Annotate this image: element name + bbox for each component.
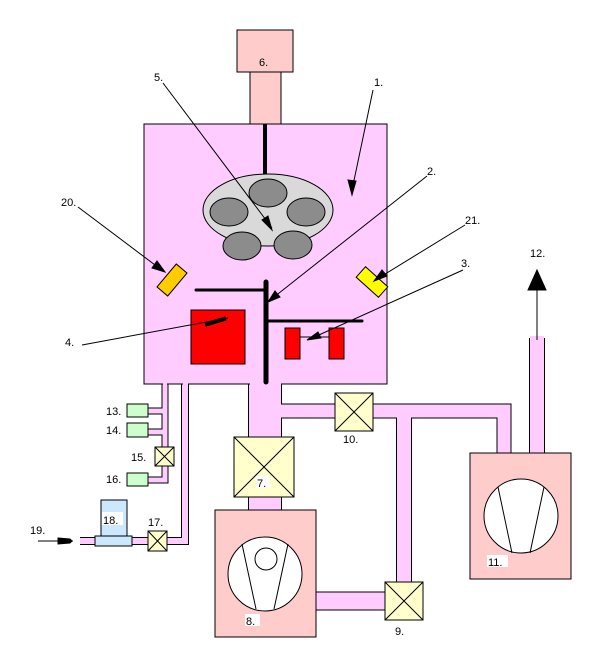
label-11: 11. — [488, 557, 502, 569]
gauge-16 — [126, 472, 149, 487]
substrates — [209, 178, 326, 261]
label-3: 3. — [461, 258, 470, 270]
label-19: 19. — [30, 525, 45, 537]
label-13: 13. — [106, 406, 121, 418]
sensor-20 — [156, 263, 188, 297]
gauge-14 — [126, 422, 149, 438]
port-6 — [249, 69, 282, 127]
label-18: 18. — [103, 515, 118, 527]
exhaust-arrow-icon — [527, 268, 547, 291]
shutter-mechanism — [194, 279, 364, 385]
label-6: 6. — [259, 57, 268, 69]
port-6-head — [236, 29, 294, 73]
label-8: 8. — [246, 616, 255, 628]
gas-source-18-base — [94, 535, 133, 547]
pump-11 — [469, 452, 572, 580]
valve-17 — [147, 530, 168, 552]
source-3b — [328, 327, 345, 360]
label-4: 4. — [65, 337, 74, 349]
label-21: 21. — [465, 215, 480, 227]
source-3a — [284, 327, 301, 360]
label-20: 20. — [61, 197, 76, 209]
gauge-13 — [126, 403, 149, 418]
valve-9 — [384, 581, 424, 621]
pump-8 — [214, 509, 317, 638]
label-7: 7. — [257, 478, 266, 490]
label-1: 1. — [374, 77, 383, 89]
label-2: 2. — [427, 166, 436, 178]
label-17: 17. — [148, 517, 163, 529]
label-5: 5. — [154, 72, 163, 84]
heater-4 — [190, 309, 246, 365]
valve-10 — [334, 392, 374, 432]
label-15: 15. — [131, 452, 146, 464]
label-9: 9. — [395, 626, 404, 638]
leader-lines — [38, 82, 547, 545]
valve-15 — [154, 446, 175, 467]
label-16: 16. — [106, 474, 121, 486]
labels: 1. 2. 3. 4. 5. 6. 7. 8. 9. 10. 11. 12. 1… — [30, 57, 545, 638]
label-12: 12. — [530, 248, 545, 260]
label-10: 10. — [343, 434, 358, 446]
substrate-plate — [202, 173, 334, 247]
label-14: 14. — [106, 425, 121, 437]
